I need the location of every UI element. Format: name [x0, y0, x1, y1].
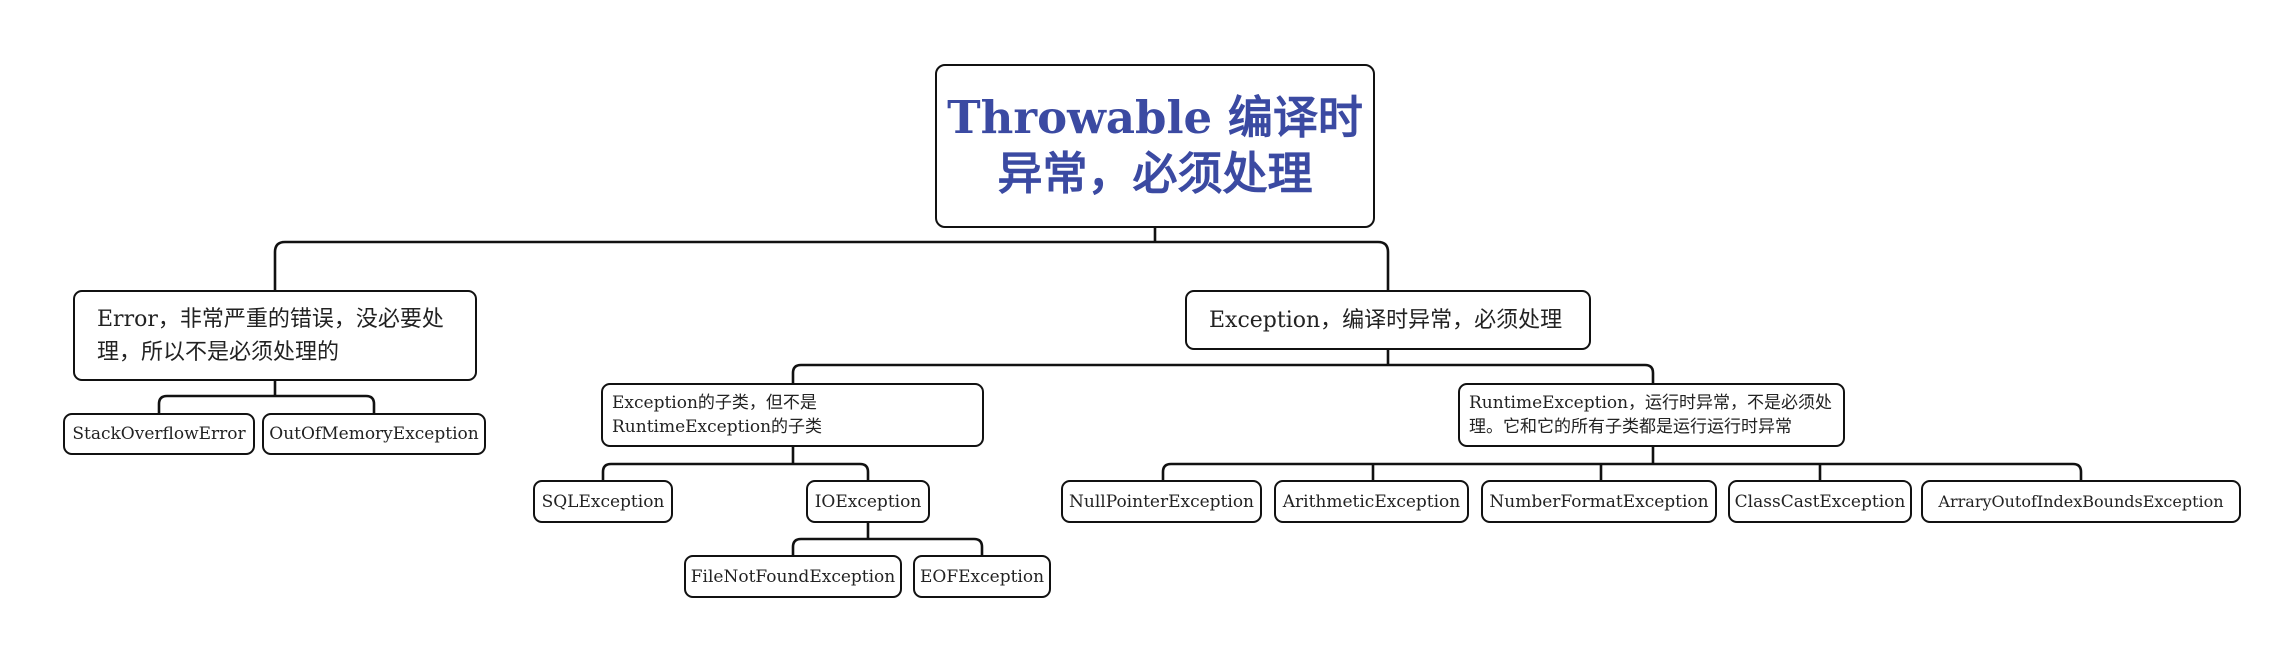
array-out-of-index-label: ArraryOutofIndexBoundsException	[1938, 491, 2224, 511]
stackoverflow-error-node: StackOverflowError	[63, 413, 255, 455]
exception-label: Exception，编译时异常，必须处理	[1209, 307, 1563, 333]
connector-root	[273, 228, 1390, 291]
error-node: Error，非常严重的错误，没必要处理，所以不是必须处理的	[73, 290, 477, 381]
runtime-exception-label: RuntimeException，运行时异常，不是必须处理。它和它的所有子类都是…	[1469, 393, 1833, 437]
sql-exception-label: SQLException	[541, 491, 665, 512]
number-format-node: NumberFormatException	[1481, 480, 1717, 523]
null-pointer-label: NullPointerException	[1069, 491, 1254, 512]
sql-exception-node: SQLException	[533, 480, 673, 523]
checked-exception-node: Exception的子类，但不是RuntimeException的子类	[601, 383, 984, 447]
eof-exception-label: EOFException	[919, 566, 1045, 587]
error-label: Error，非常严重的错误，没必要处理，所以不是必须处理的	[97, 306, 444, 365]
io-exception-node: IOException	[806, 480, 930, 523]
file-not-found-label: FileNotFoundException	[690, 566, 896, 587]
connector-error	[157, 381, 376, 414]
stackoverflow-error-label: StackOverflowError	[72, 424, 246, 444]
connector-runtime	[1161, 447, 2083, 481]
number-format-label: NumberFormatException	[1489, 491, 1709, 512]
arithmetic-exception-node: ArithmeticException	[1274, 480, 1469, 523]
null-pointer-node: NullPointerException	[1061, 480, 1262, 523]
exception-node: Exception，编译时异常，必须处理	[1185, 290, 1591, 350]
root-node: Throwable 编译时异常，必须处理	[935, 64, 1375, 228]
class-cast-node: ClassCastException	[1728, 480, 1912, 523]
checked-exception-label: Exception的子类，但不是RuntimeException的子类	[612, 393, 823, 437]
connector-io	[791, 523, 984, 556]
out-of-memory-node: OutOfMemoryException	[262, 413, 486, 455]
runtime-exception-node: RuntimeException，运行时异常，不是必须处理。它和它的所有子类都是…	[1458, 383, 1845, 447]
out-of-memory-label: OutOfMemoryException	[269, 424, 479, 444]
connector-exception	[791, 350, 1655, 384]
arithmetic-exception-label: ArithmeticException	[1282, 491, 1461, 512]
io-exception-label: IOException	[814, 491, 922, 512]
file-not-found-node: FileNotFoundException	[684, 555, 902, 598]
connector-checked	[601, 447, 870, 481]
root-label: Throwable 编译时异常，必须处理	[947, 91, 1363, 200]
array-out-of-index-node: ArraryOutofIndexBoundsException	[1921, 480, 2241, 523]
eof-exception-node: EOFException	[913, 555, 1051, 598]
class-cast-label: ClassCastException	[1734, 491, 1906, 512]
